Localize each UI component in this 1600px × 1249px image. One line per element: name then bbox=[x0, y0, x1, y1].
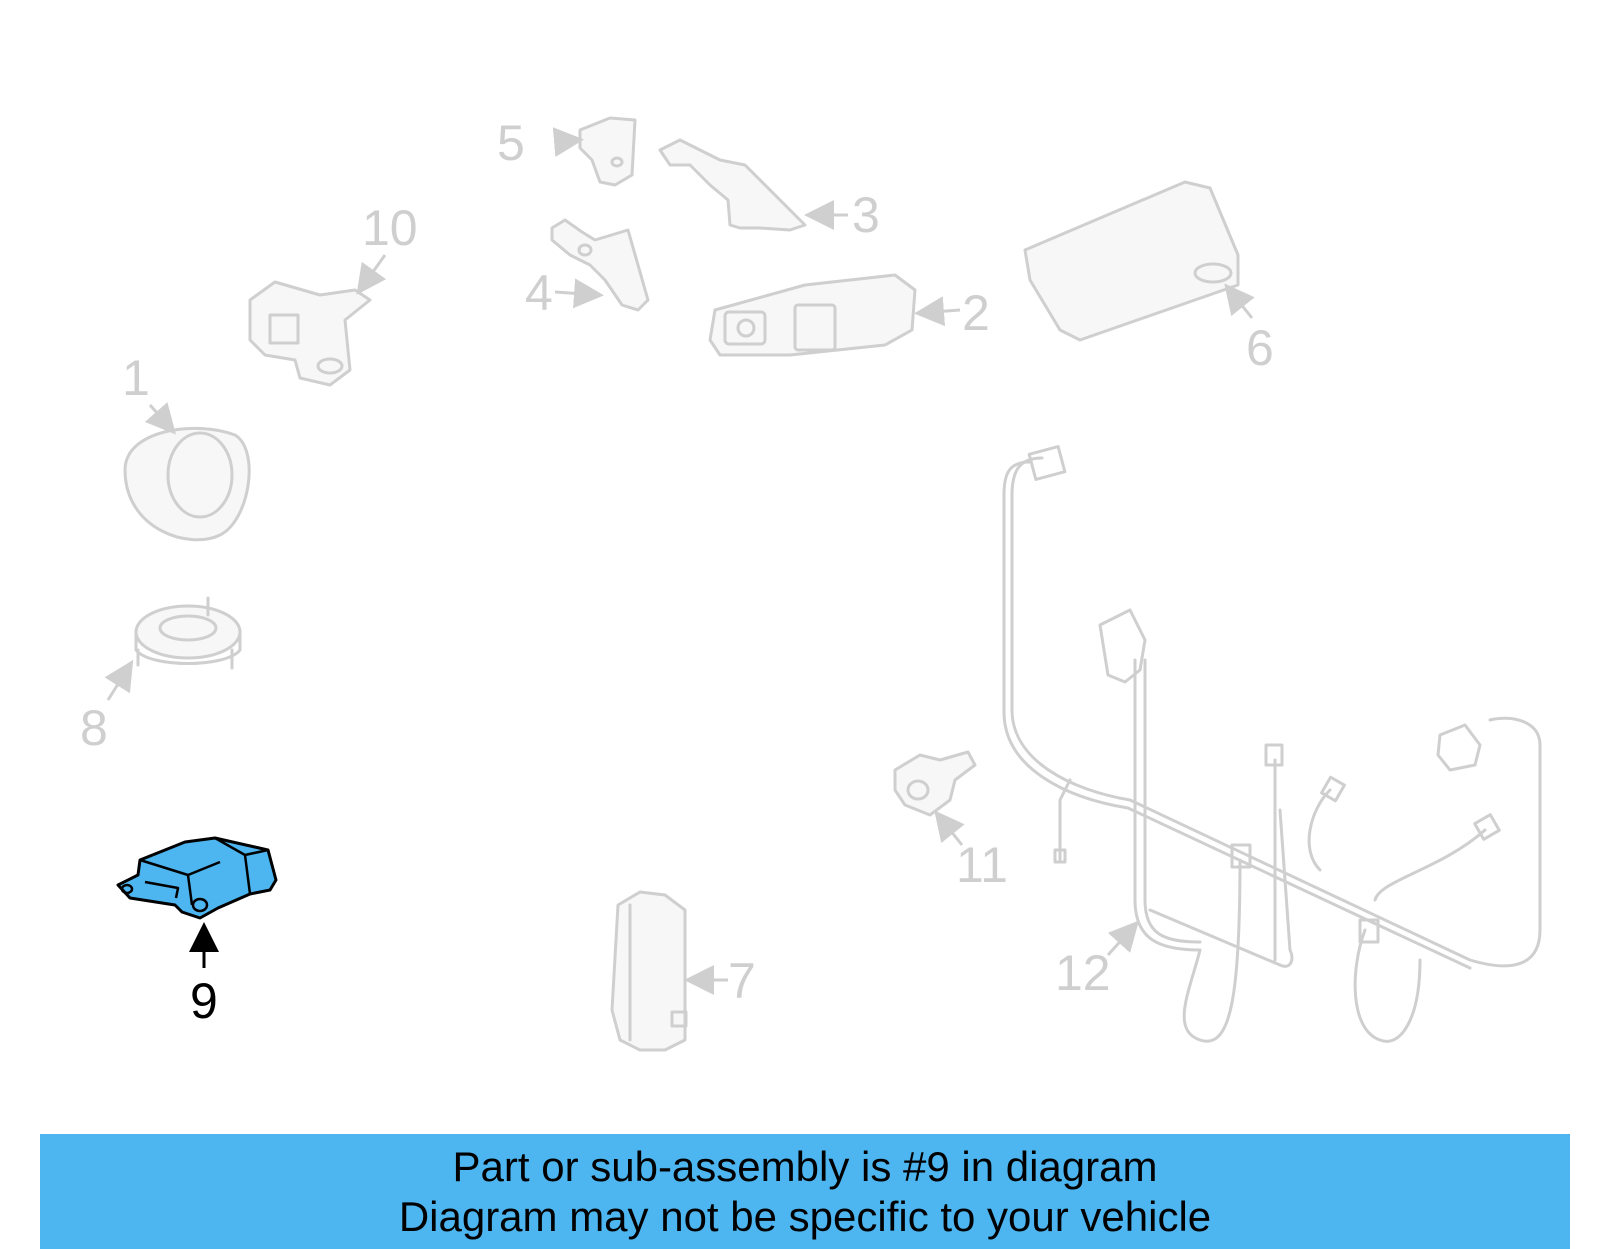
leader-1 bbox=[144, 402, 176, 435]
banner-part-line: Part or sub-assembly is #9 in diagram bbox=[452, 1143, 1158, 1190]
leader-5 bbox=[552, 127, 584, 158]
part-6-drawing bbox=[1023, 180, 1240, 342]
callout-8[interactable]: 8 bbox=[80, 700, 108, 756]
leader-10 bbox=[356, 254, 387, 295]
callout-7[interactable]: 7 bbox=[728, 953, 756, 1009]
callout-5[interactable]: 5 bbox=[497, 115, 525, 171]
callout-11[interactable]: 11 bbox=[956, 837, 1008, 893]
callout-6[interactable]: 6 bbox=[1246, 320, 1274, 376]
info-banner: Part or sub-assembly is #9 in diagram Di… bbox=[40, 1134, 1570, 1249]
callout-1[interactable]: 1 bbox=[122, 350, 150, 406]
callout-3[interactable]: 3 bbox=[852, 187, 880, 243]
part-10-drawing bbox=[248, 280, 372, 387]
callout-4[interactable]: 4 bbox=[525, 265, 553, 321]
leader-4 bbox=[554, 278, 604, 309]
part-2-drawing bbox=[708, 273, 917, 357]
banner-disclaimer-line: Diagram may not be specific to your vehi… bbox=[398, 1193, 1212, 1240]
callout-9[interactable]: 9 bbox=[190, 973, 218, 1029]
part-5-drawing bbox=[578, 116, 637, 187]
part-11-drawing bbox=[893, 750, 977, 817]
callout-10[interactable]: 10 bbox=[362, 200, 418, 256]
part-4-drawing bbox=[550, 218, 650, 312]
part-9-drawing[interactable] bbox=[116, 836, 278, 920]
callout-12[interactable]: 12 bbox=[1055, 945, 1111, 1001]
part-1-drawing bbox=[123, 426, 251, 542]
callout-2[interactable]: 2 bbox=[962, 285, 990, 341]
leader-11 bbox=[934, 810, 965, 846]
leader-2 bbox=[914, 296, 961, 327]
part-12-drawing bbox=[1002, 445, 1542, 1043]
leader-8 bbox=[104, 659, 134, 701]
part-8-drawing bbox=[134, 596, 242, 670]
leader-6 bbox=[1224, 283, 1255, 319]
part-3-drawing bbox=[658, 138, 807, 232]
leader-12 bbox=[1106, 920, 1140, 957]
part-7-drawing bbox=[610, 890, 688, 1052]
